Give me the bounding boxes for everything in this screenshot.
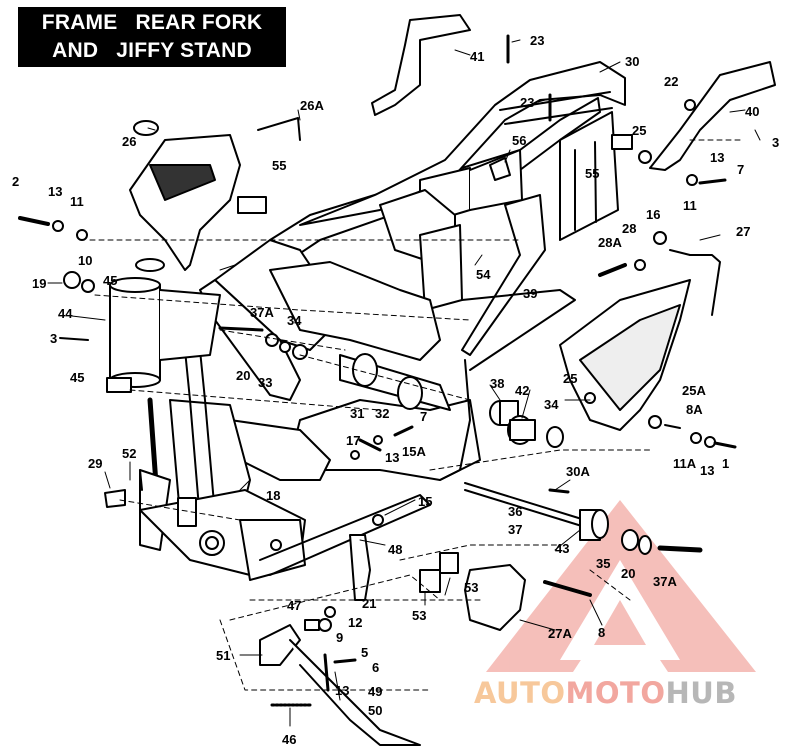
- label-39: 39: [523, 286, 537, 301]
- label-26a: 26A: [300, 98, 324, 113]
- label-26: 26: [122, 134, 136, 149]
- label-56: 56: [512, 133, 526, 148]
- label-45-upper: 45: [103, 273, 117, 288]
- label-28: 28: [622, 221, 636, 236]
- watermark-moto: MOTO: [565, 676, 666, 710]
- label-2: 2: [12, 174, 19, 189]
- label-45-lower: 45: [70, 370, 84, 385]
- label-18: 18: [266, 488, 280, 503]
- label-leaders: [47, 39, 761, 727]
- label-27a: 27A: [548, 626, 572, 641]
- label-3-right: 3: [772, 135, 779, 150]
- label-9: 9: [336, 630, 343, 645]
- label-40: 40: [745, 104, 759, 119]
- label-13-right: 13: [700, 463, 714, 478]
- label-13-top-right: 13: [710, 150, 724, 165]
- label-44: 44: [58, 306, 73, 321]
- label-7-top-right: 7: [737, 162, 744, 177]
- label-23-top: 23: [530, 33, 544, 48]
- part-number-labels: 2 13 11 19 10 45 44 3 45 26 26A 55 41 23…: [12, 33, 779, 747]
- label-11: 11: [70, 194, 84, 209]
- label-15a: 15A: [402, 444, 426, 459]
- label-25-top: 25: [632, 123, 646, 138]
- label-8a: 8A: [686, 402, 703, 417]
- label-16: 16: [646, 207, 660, 222]
- label-36: 36: [508, 504, 522, 519]
- label-46: 46: [282, 732, 296, 747]
- label-20-right: 20: [621, 566, 635, 581]
- label-23-mid: 23: [520, 95, 534, 110]
- label-35: 35: [596, 556, 610, 571]
- label-50: 50: [368, 703, 382, 718]
- title-line-1: FRAME REAR FORK: [41, 11, 263, 34]
- label-1: 1: [722, 456, 729, 471]
- diagram-title-box: FRAME REAR FORK AND JIFFY STAND: [18, 7, 286, 67]
- label-21: 21: [362, 596, 376, 611]
- watermark-hub: HUB: [665, 676, 737, 710]
- label-34-left: 34: [287, 313, 302, 328]
- label-51: 51: [216, 648, 230, 663]
- label-11-top-right: 11: [683, 198, 697, 213]
- label-53-right: 53: [464, 580, 478, 595]
- label-33: 33: [258, 375, 272, 390]
- label-20-left: 20: [236, 368, 250, 383]
- watermark-triangle: [486, 500, 756, 672]
- label-41: 41: [470, 49, 484, 64]
- label-3-left: 3: [50, 331, 57, 346]
- label-19: 19: [32, 276, 46, 291]
- label-32: 32: [375, 406, 389, 421]
- leader-lines: [89, 139, 741, 691]
- label-31: 31: [350, 406, 364, 421]
- label-30: 30: [625, 54, 639, 69]
- label-17: 17: [346, 433, 360, 448]
- label-5: 5: [361, 645, 368, 660]
- rear-fork-hardware: [464, 400, 703, 631]
- label-28a: 28A: [598, 235, 622, 250]
- label-11a: 11A: [673, 456, 697, 471]
- label-38: 38: [490, 376, 504, 391]
- label-37: 37: [508, 522, 522, 537]
- label-25a: 25A: [682, 383, 706, 398]
- rear-rails: [371, 14, 776, 171]
- label-13-bottom: 13: [335, 683, 349, 698]
- label-53-left: 53: [412, 608, 426, 623]
- label-30a: 30A: [566, 464, 590, 479]
- label-42: 42: [515, 383, 529, 398]
- label-15: 15: [418, 494, 432, 509]
- label-55-right: 55: [585, 166, 599, 181]
- label-22: 22: [664, 74, 678, 89]
- label-43: 43: [555, 541, 569, 556]
- label-29: 29: [88, 456, 102, 471]
- label-6: 6: [372, 660, 379, 675]
- watermark-text: AUTOMOTOHUB: [474, 676, 790, 710]
- label-52: 52: [122, 446, 136, 461]
- label-48: 48: [388, 542, 402, 557]
- label-54: 54: [476, 267, 491, 282]
- hardware-items: [18, 34, 737, 692]
- watermark-auto: AUTO: [474, 676, 566, 710]
- label-25-right: 25: [563, 371, 577, 386]
- label-13: 13: [48, 184, 62, 199]
- label-8: 8: [598, 625, 605, 640]
- label-55-left: 55: [272, 158, 286, 173]
- label-10: 10: [78, 253, 92, 268]
- label-27: 27: [736, 224, 750, 239]
- label-34-right: 34: [544, 397, 559, 412]
- label-12: 12: [348, 615, 362, 630]
- label-7-mid: 7: [420, 409, 427, 424]
- steering-head: [106, 258, 221, 393]
- label-49: 49: [368, 684, 382, 699]
- label-47: 47: [287, 598, 301, 613]
- label-37a-right: 37A: [653, 574, 677, 589]
- label-13-mid: 13: [385, 450, 399, 465]
- jiffy-stand: [259, 534, 459, 746]
- front-cover: [129, 117, 301, 271]
- label-37a-left: 37A: [250, 305, 274, 320]
- title-line-2: AND JIFFY STAND: [52, 39, 252, 62]
